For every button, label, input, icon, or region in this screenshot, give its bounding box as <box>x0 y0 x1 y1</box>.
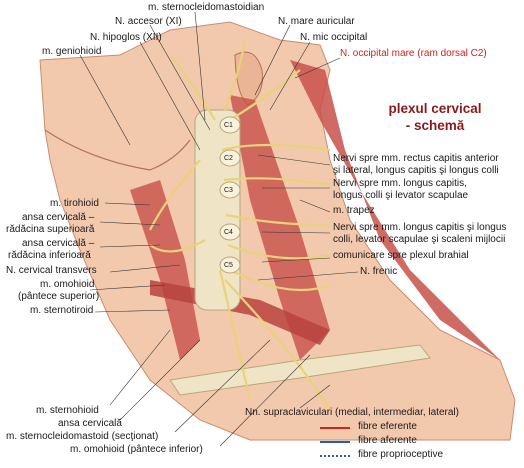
clavicle <box>169 344 431 396</box>
label-n-mare-auricular: N. mare auricular <box>278 16 355 27</box>
label-ansa-inferioara-line2: rădăcina inferioară <box>8 250 91 261</box>
strap-muscles <box>130 180 200 360</box>
label-m-omohioid-line1: m. omohioid <box>40 279 95 290</box>
label-ansa-cervicala: ansa cervicală <box>58 418 122 429</box>
legend-label-proprioceptive: fibre proprioceptive <box>358 449 444 460</box>
legend-swatch-aferente <box>320 441 350 443</box>
legend-swatch-eferente <box>320 427 350 429</box>
legend-eferente: fibre eferente <box>320 421 470 433</box>
title-line-1: plexul cervical <box>388 101 482 116</box>
legend-aferente: fibre aferente <box>320 435 470 447</box>
leader-lines <box>79 11 359 447</box>
sternocleidomastoid-muscle <box>230 95 330 360</box>
label-n-frenic: N. frenic <box>360 266 398 277</box>
label-m-omohioid-inferior: m. omohioid (pântece inferior) <box>70 444 203 455</box>
label-m-geniohioid: m. geniohioid <box>42 46 102 57</box>
label-longus-line2: longus colli şi levator scapulae <box>333 190 469 201</box>
label-m-omohioid-line2: (pântece superior) <box>18 291 100 302</box>
title-line-2: - schemă <box>405 118 465 133</box>
label-scaleni-line1: Nervi spre mm. longus capitis şi longus <box>333 222 507 233</box>
diagram-title: plexul cervical - schemă <box>370 100 500 134</box>
label-comunicare-plexul-brahial: comunicare spre plexul brahial <box>333 250 469 261</box>
label-m-tirohioid: m. tirohioid <box>50 198 99 209</box>
label-n-cervical-transvers: N. cervical transvers <box>6 265 97 276</box>
label-ansa-inferioara-line1: ansa cervicală – <box>22 238 95 249</box>
vertebra-label-c4: C4 <box>224 229 233 236</box>
ear <box>234 51 263 106</box>
label-n-hipoglos: N. hipoglos (XII) <box>90 32 162 43</box>
label-m-sternotiroid: m. sternotiroid <box>30 305 94 316</box>
vertebra-label-c3: C3 <box>224 187 233 194</box>
label-nn-supraclaviculari: Nn. supraclaviculari (medial, intermedia… <box>245 407 459 418</box>
label-m-scm-sectionat: m. sternocleidomastoid (secţionat) <box>6 431 159 442</box>
label-n-occipital-mare: N. occipital mare (ram dorsal C2) <box>340 48 487 59</box>
label-n-accesor: N. accesor (XI) <box>115 16 182 27</box>
vertebra-label-c1: C1 <box>224 122 233 129</box>
label-n-mic-occipital: N. mic occipital <box>300 32 368 43</box>
label-ansa-superioara-line1: ansa cervicală – <box>22 212 95 223</box>
legend-proprioceptive: fibre proprioceptive <box>320 449 490 461</box>
nerve-branches <box>149 39 331 411</box>
vertebra-label-c5: C5 <box>224 262 233 269</box>
vertebra-markers <box>219 116 241 274</box>
legend-label-eferente: fibre eferente <box>358 421 417 432</box>
label-rectus-line2: şi lateral, longus capitis şi longus col… <box>333 165 499 176</box>
label-m-sternohioid: m. sternohioid <box>36 405 99 416</box>
label-scaleni-line2: colli, levator scapulae şi scaleni mijlo… <box>333 234 506 245</box>
label-ansa-superioara-line2: rădăcina superioară <box>6 224 95 235</box>
vertebral-column <box>194 109 241 311</box>
legend-label-aferente: fibre aferente <box>358 435 417 446</box>
legend-swatch-proprioceptive <box>320 455 350 457</box>
label-sternocleidomastoidian: m. sternocleidomastoidian <box>148 2 265 13</box>
trapezius-muscle <box>290 60 500 360</box>
jaw-outline <box>44 129 191 171</box>
vertebra-label-c2: C2 <box>224 155 233 162</box>
label-m-trapez: m. trapez <box>333 205 375 216</box>
label-longus-line1: Nervi spre mm. longus capitis, <box>333 178 467 189</box>
label-rectus-line1: Nervi spre mm. rectus capitis anterior <box>333 153 499 164</box>
